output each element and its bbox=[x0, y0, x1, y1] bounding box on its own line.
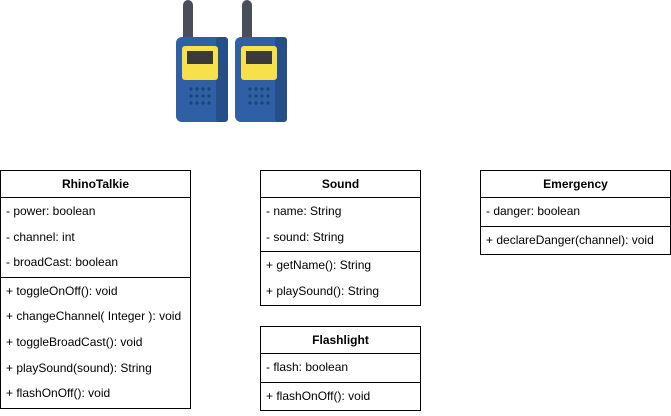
class-name: Sound bbox=[261, 171, 420, 198]
method: + playSound(): String bbox=[266, 283, 380, 298]
class-emergency[interactable]: Emergency - danger: boolean + declareDan… bbox=[480, 170, 671, 256]
attribute: - channel: int bbox=[6, 229, 75, 244]
attribute: - power: boolean bbox=[6, 204, 96, 218]
methods-section: + toggleOnOff(): void + changeChannel( I… bbox=[1, 278, 190, 408]
method: + toggleBroadCast(): void bbox=[6, 334, 143, 349]
attributes-section: - danger: boolean bbox=[481, 198, 670, 227]
attribute: - danger: boolean bbox=[486, 204, 581, 218]
class-name: RhinoTalkie bbox=[1, 171, 190, 198]
attribute: - flash: boolean bbox=[266, 360, 349, 374]
method: + declareDanger(channel): void bbox=[486, 232, 654, 247]
class-flashlight[interactable]: Flashlight - flash: boolean + flashOnOff… bbox=[260, 326, 421, 412]
methods-section: + flashOnOff(): void bbox=[261, 383, 420, 411]
method: + flashOnOff(): void bbox=[266, 388, 371, 403]
attribute: - name: String bbox=[266, 204, 342, 218]
class-sound[interactable]: Sound - name: String - sound: String + g… bbox=[260, 170, 421, 307]
walkie-talkie-right bbox=[235, 0, 287, 122]
attributes-section: - power: boolean - channel: int - broadC… bbox=[1, 198, 190, 278]
class-name: Flashlight bbox=[261, 327, 420, 354]
methods-section: + declareDanger(channel): void bbox=[481, 227, 670, 255]
attribute: - sound: String bbox=[266, 229, 345, 244]
class-name: Emergency bbox=[481, 171, 670, 198]
walkie-talkie-pair-icon bbox=[176, 0, 287, 122]
method: + getName(): String bbox=[266, 258, 372, 273]
walkie-talkie-left bbox=[176, 0, 228, 122]
attributes-section: - flash: boolean bbox=[261, 354, 420, 383]
class-rhinotalkie[interactable]: RhinoTalkie - power: boolean - channel: … bbox=[0, 170, 191, 409]
attributes-section: - name: String - sound: String bbox=[261, 198, 420, 253]
method: + flashOnOff(): void bbox=[6, 386, 111, 401]
method: + playSound(sound): String bbox=[6, 360, 152, 375]
method: + toggleOnOff(): void bbox=[6, 283, 118, 298]
methods-section: + getName(): String + playSound(): Strin… bbox=[261, 252, 420, 305]
method: + changeChannel( Integer ): void bbox=[6, 309, 182, 324]
attribute: - broadCast: boolean bbox=[6, 255, 119, 270]
